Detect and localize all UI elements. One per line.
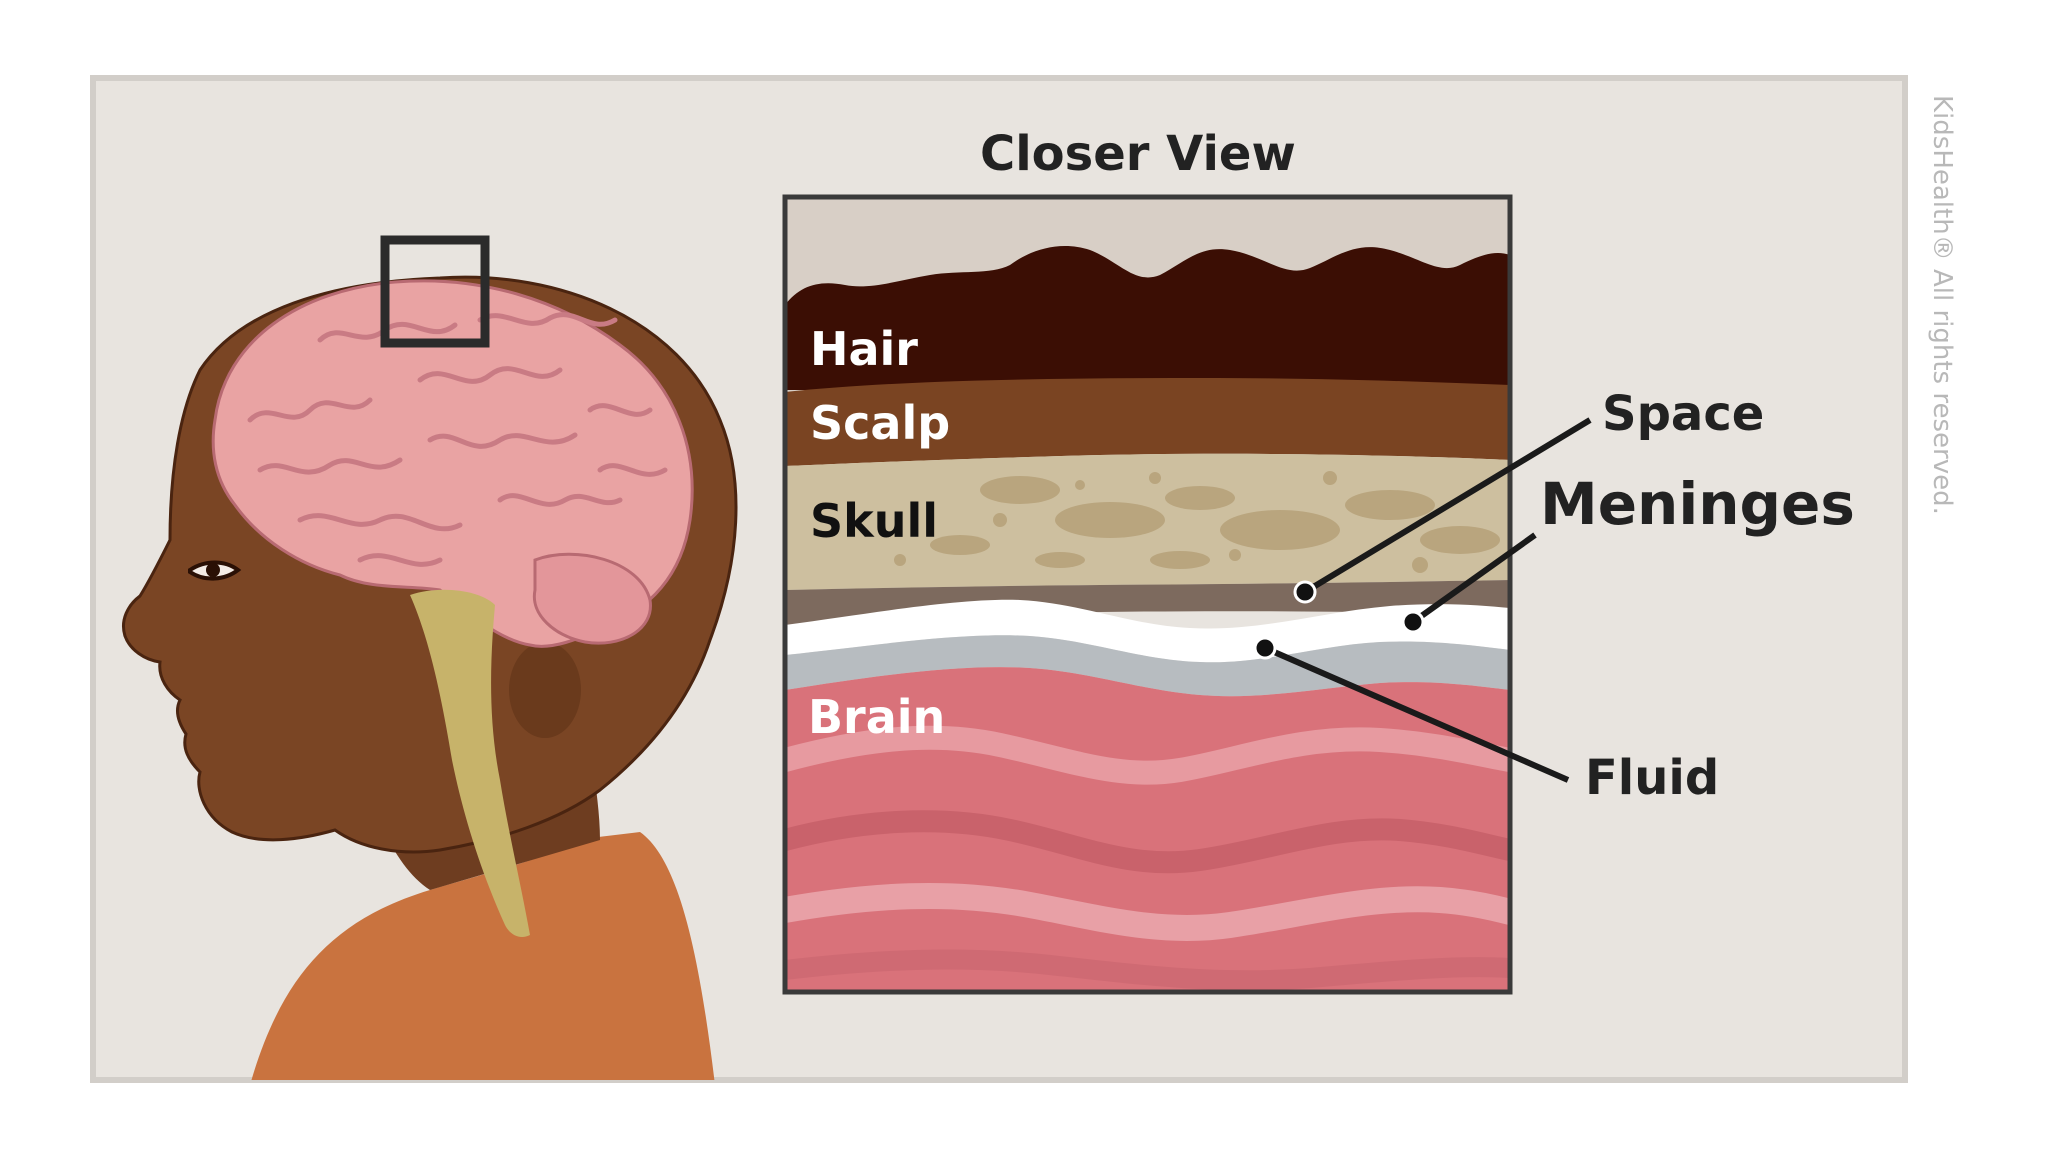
hair-label: Hair — [810, 322, 918, 376]
fluid-dot — [1253, 636, 1277, 660]
space-leader — [1303, 417, 1592, 595]
space-label: Space — [1602, 386, 1765, 442]
closer-view-inset — [785, 197, 1510, 992]
meninges-leader — [1411, 532, 1537, 625]
meninges-label: Meninges — [1540, 470, 1855, 538]
callout-lines — [1263, 417, 1592, 783]
spinal-cord-icon — [410, 589, 530, 937]
skull-texture — [894, 471, 1500, 573]
fluid-label: Fluid — [1585, 750, 1720, 806]
skull-label: Skull — [810, 494, 939, 548]
fluid-layer — [785, 635, 1510, 697]
child-head-profile-icon — [122, 275, 738, 1080]
shirt — [251, 832, 715, 1080]
brain-label: Brain — [808, 690, 946, 744]
closer-view-title: Closer View — [980, 126, 1296, 182]
pupil — [206, 563, 220, 577]
ear — [509, 642, 581, 738]
scalp-label: Scalp — [810, 396, 951, 450]
hair-layer — [785, 245, 1510, 390]
space-dot — [1293, 580, 1317, 604]
meninges-dot — [1401, 610, 1425, 634]
scalp-layer — [785, 378, 1510, 466]
magnify-box-icon — [380, 235, 490, 348]
fluid-leader — [1263, 645, 1570, 783]
inset-frame — [782, 194, 1513, 995]
copyright-watermark: KidsHealth® All rights reserved. — [1927, 95, 1957, 515]
callout-dots — [1253, 580, 1425, 660]
brain-folds — [247, 312, 668, 567]
meninges-layer — [785, 599, 1510, 663]
cerebellum — [532, 552, 652, 645]
brain-tissue-waves — [785, 725, 1510, 991]
